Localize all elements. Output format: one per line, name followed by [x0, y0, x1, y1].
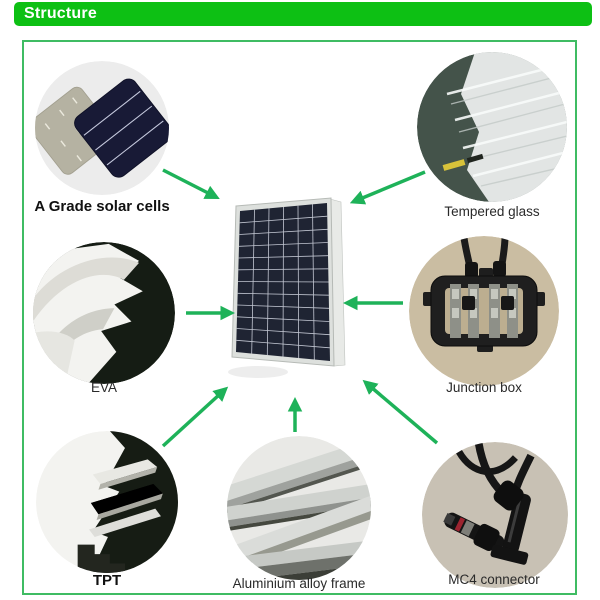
component-label-aluminium-frame: Aluminium alloy frame	[232, 576, 366, 591]
component-label-mc4-connector: MC4 connector	[448, 572, 540, 587]
mc4-connector-photo	[422, 442, 568, 588]
component-label-junction-box: Junction box	[446, 380, 522, 395]
a-grade-solar-cells-photo	[35, 61, 169, 195]
section-title: Structure	[24, 5, 97, 22]
component-label-solar-cells: A Grade solar cells	[34, 198, 170, 215]
structure-diagram: A Grade solar cells Tempered glass	[22, 40, 577, 595]
component-tempered-glass: Tempered glass	[407, 52, 577, 219]
section-header: Structure	[14, 2, 592, 26]
tpt-backsheet-photo	[36, 431, 178, 573]
component-tpt: TPT	[22, 431, 192, 589]
component-mc4-connector: MC4 connector	[409, 442, 579, 588]
component-solar-cells: A Grade solar cells	[17, 61, 187, 215]
component-eva: EVA	[19, 242, 189, 395]
junction-box-photo	[409, 236, 559, 386]
component-label-tpt: TPT	[92, 572, 122, 589]
component-label-tempered-glass: Tempered glass	[444, 204, 540, 219]
tempered-glass-photo	[417, 52, 567, 202]
component-label-eva: EVA	[90, 380, 117, 395]
eva-film-photo	[33, 242, 175, 384]
component-aluminium-frame: Aluminium alloy frame	[214, 436, 384, 591]
aluminium-alloy-frame-photo	[227, 436, 371, 580]
component-junction-box: Junction box	[399, 236, 569, 395]
